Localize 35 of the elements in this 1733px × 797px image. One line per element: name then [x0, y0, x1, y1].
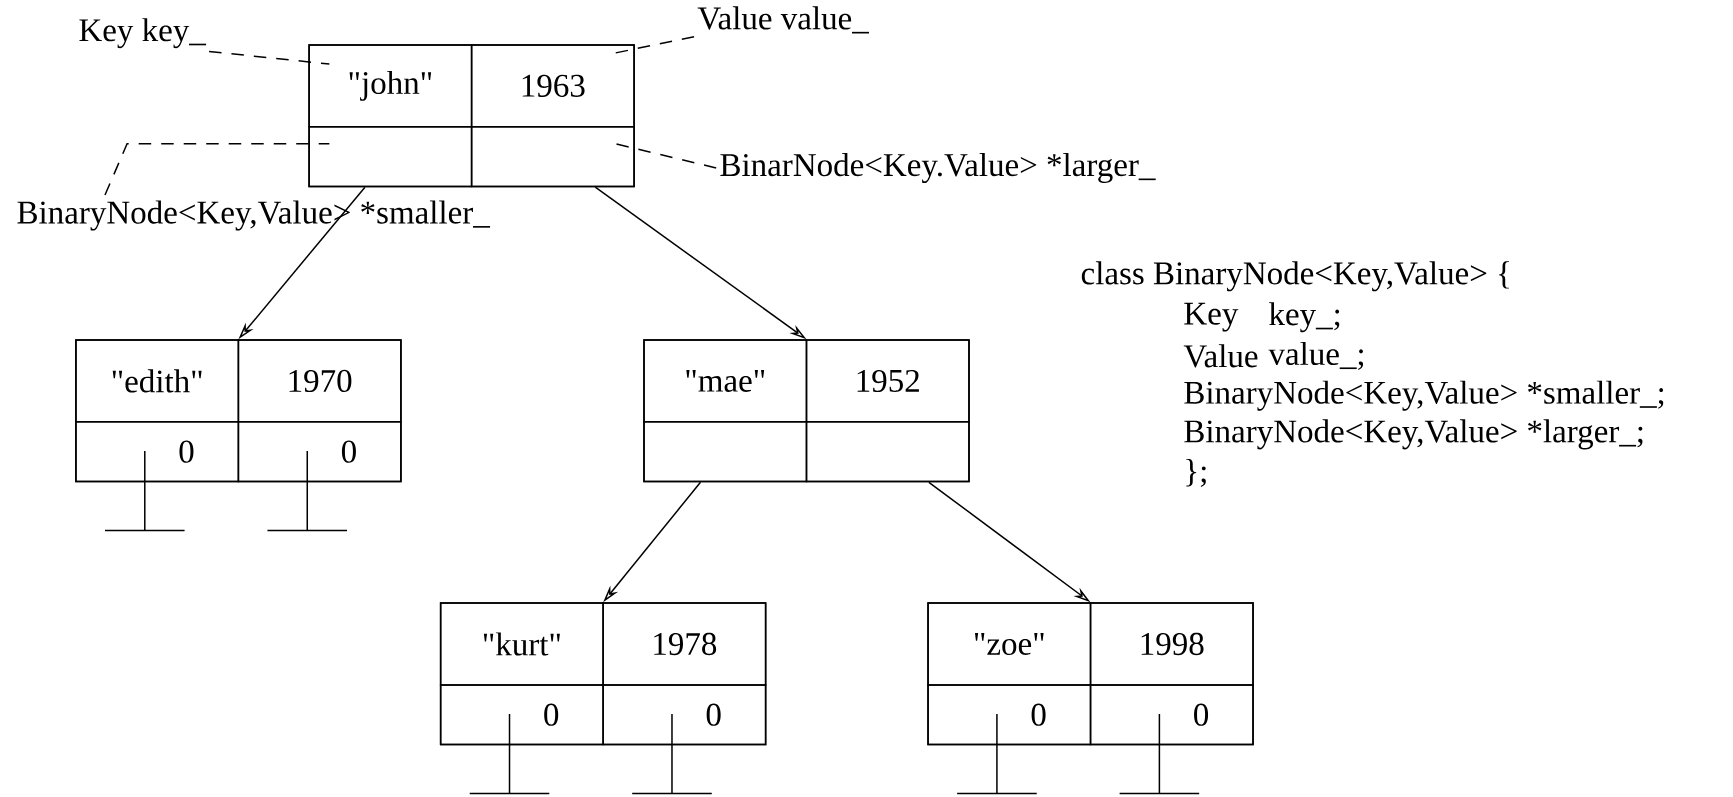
code-line: Value [1183, 344, 1258, 368]
field-cell [308, 126, 473, 188]
field-cell: "edith" [75, 339, 240, 423]
field-cell [805, 421, 970, 483]
field-cell: 1998 [1089, 602, 1254, 686]
code-line: BinaryNode<Key,Value> *smaller_; [1184, 380, 1664, 411]
field-cell: 0 [927, 684, 1092, 746]
field-cell: 0 [75, 421, 240, 483]
field-cell: "mae" [643, 339, 808, 423]
code-line: BinaryNode<Key,Value> *larger_; [1184, 419, 1643, 450]
code-line: }; [1186, 459, 1206, 488]
pointer-label: Key key_ [79, 18, 207, 49]
leader-line [104, 143, 331, 196]
code-line: Key [1184, 302, 1239, 332]
code-line: key_; [1269, 302, 1340, 333]
field-cell: 0 [439, 684, 604, 746]
field-cell: "zoe" [927, 602, 1092, 686]
pointer-label: Value value_ [697, 6, 870, 34]
leader-line [614, 143, 717, 169]
field-cell: 0 [602, 684, 767, 746]
field-cell: 0 [237, 421, 402, 483]
field-cell [643, 421, 808, 483]
code-line: class BinaryNode<Key,Value> { [1081, 261, 1509, 292]
field-cell: 0 [1089, 684, 1254, 746]
leader-line [614, 36, 695, 54]
pointer-label: BinarNode<Key.Value> *larger_ [720, 153, 1156, 184]
field-cell: "kurt" [439, 602, 604, 686]
field-cell: 1963 [470, 44, 635, 128]
field-cell [470, 126, 635, 188]
field-cell: 1978 [602, 602, 767, 686]
leader-line [208, 50, 331, 65]
field-cell: "john" [308, 44, 473, 128]
code-line: value_; [1268, 341, 1364, 370]
field-cell: 1952 [805, 339, 970, 423]
field-cell: 1970 [237, 339, 402, 423]
